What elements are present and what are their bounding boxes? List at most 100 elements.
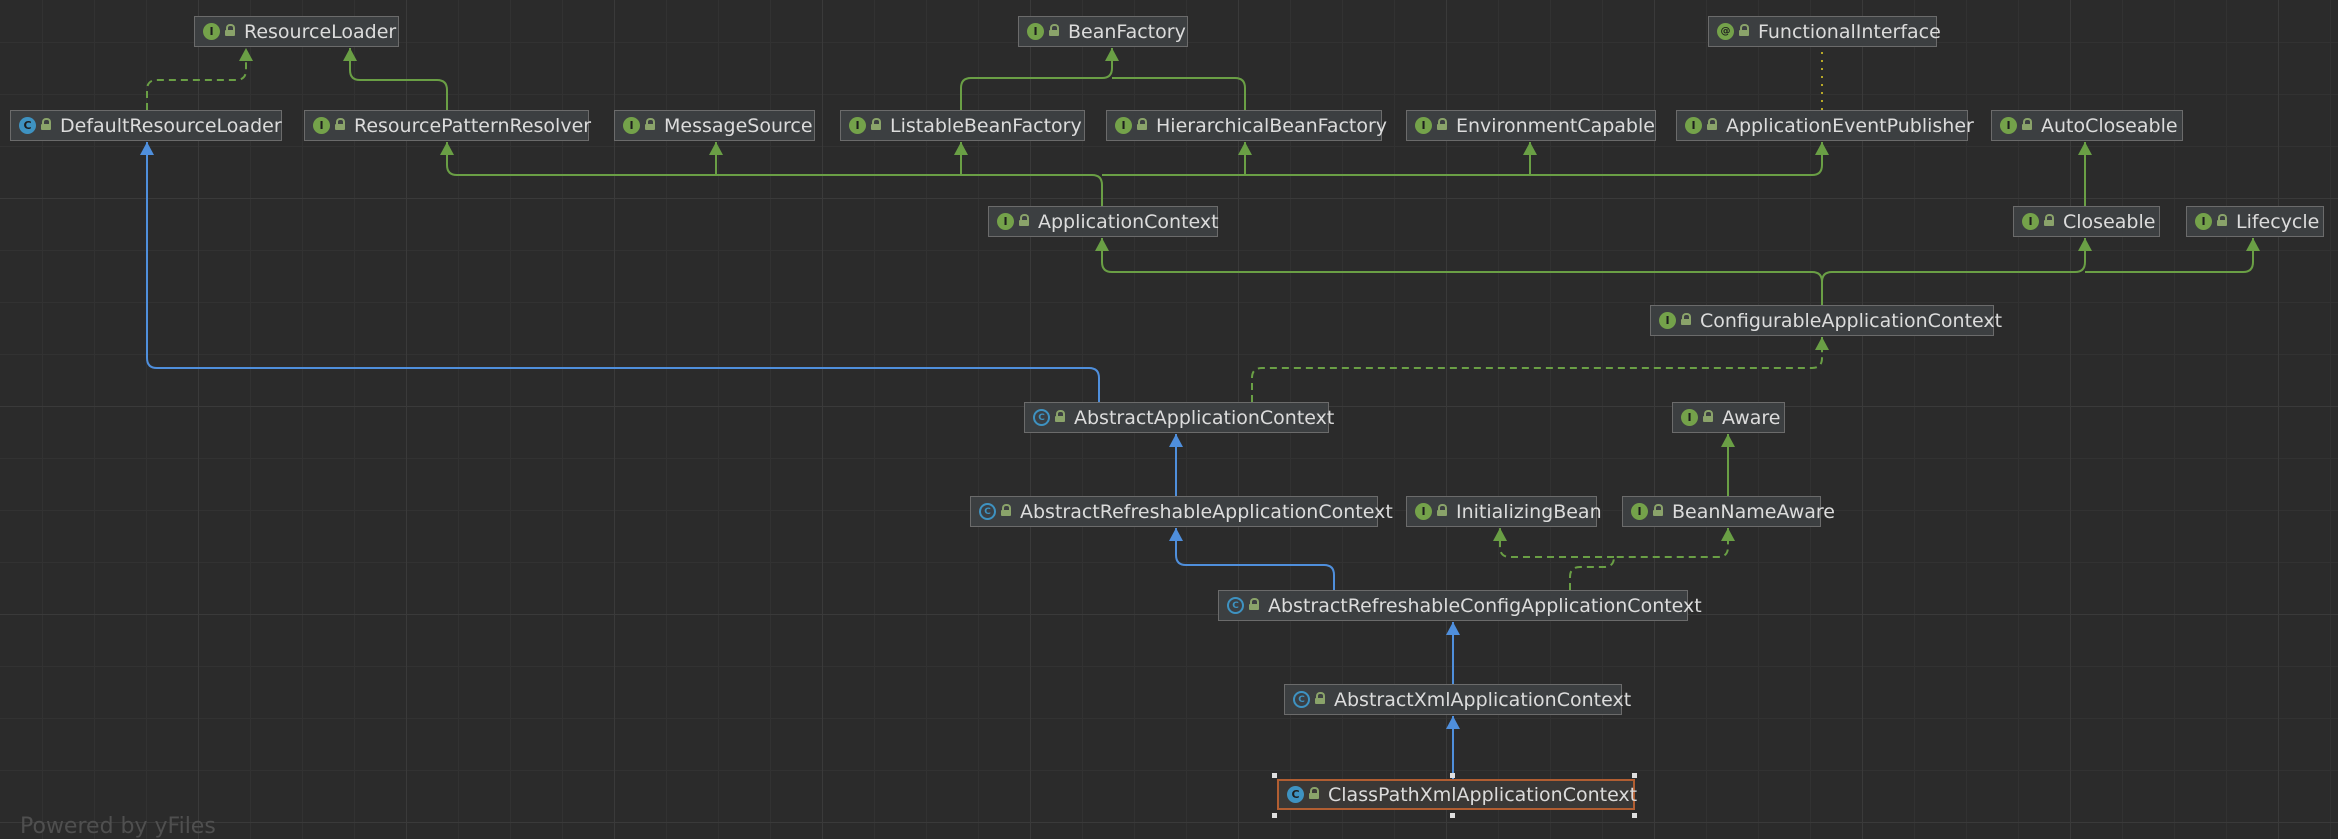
node-label: MessageSource bbox=[664, 114, 813, 137]
selection-handle[interactable] bbox=[1632, 773, 1637, 778]
public-lock-icon bbox=[645, 118, 655, 130]
node-label: AbstractRefreshableApplicationContext bbox=[1020, 500, 1393, 523]
node-resource-loader[interactable]: I ResourceLoader bbox=[194, 16, 399, 47]
node-class-path-xml-application-context[interactable]: C ClassPathXmlApplicationContext bbox=[1277, 779, 1638, 810]
node-label: BeanFactory bbox=[1068, 20, 1186, 43]
public-lock-icon bbox=[335, 118, 345, 130]
node-label: ClassPathXmlApplicationContext bbox=[1328, 783, 1638, 806]
node-bean-factory[interactable]: I BeanFactory bbox=[1018, 16, 1188, 47]
node-label: ConfigurableApplicationContext bbox=[1700, 309, 2003, 332]
arrowhead bbox=[1446, 716, 1460, 729]
public-lock-icon bbox=[1681, 313, 1691, 325]
node-resource-pattern-resolver[interactable]: I ResourcePatternResolver bbox=[304, 110, 592, 141]
selection-handle[interactable] bbox=[1632, 813, 1637, 818]
node-functional-interface[interactable]: @ FunctionalInterface bbox=[1708, 16, 1941, 47]
node-label: DefaultResourceLoader bbox=[60, 114, 282, 137]
node-abstract-refreshable-application-context[interactable]: C AbstractRefreshableApplicationContext bbox=[970, 496, 1393, 527]
arrowhead bbox=[1523, 142, 1537, 155]
arrowhead bbox=[1095, 238, 1109, 251]
node-lifecycle[interactable]: I Lifecycle bbox=[2186, 206, 2324, 237]
selection-handle[interactable] bbox=[1272, 773, 1277, 778]
node-label: HierarchicalBeanFactory bbox=[1156, 114, 1388, 137]
interface-icon: I bbox=[203, 23, 220, 40]
interface-icon: I bbox=[2022, 213, 2039, 230]
arrowhead bbox=[1169, 434, 1183, 447]
node-application-context[interactable]: I ApplicationContext bbox=[988, 206, 1219, 237]
arrowhead bbox=[1493, 528, 1507, 541]
watermark: Powered by yFiles bbox=[20, 814, 216, 839]
arrowhead bbox=[1446, 622, 1460, 635]
inheritance-edge bbox=[960, 48, 1113, 110]
node-label: Lifecycle bbox=[2236, 210, 2320, 233]
node-abstract-application-context[interactable]: C AbstractApplicationContext bbox=[1024, 402, 1334, 433]
node-listable-bean-factory[interactable]: I ListableBeanFactory bbox=[840, 110, 1085, 141]
interface-icon: I bbox=[1681, 409, 1698, 426]
interface-icon: I bbox=[2195, 213, 2212, 230]
node-label: AbstractRefreshableConfigApplicationCont… bbox=[1268, 594, 1702, 617]
interface-icon: I bbox=[1631, 503, 1648, 520]
node-application-event-publisher[interactable]: I ApplicationEventPublisher bbox=[1676, 110, 1974, 141]
arrowhead bbox=[1169, 528, 1183, 541]
public-lock-icon bbox=[1309, 787, 1319, 799]
arrowhead bbox=[1815, 337, 1829, 350]
inheritance-edge bbox=[1175, 528, 1335, 590]
public-lock-icon bbox=[41, 118, 51, 130]
node-message-source[interactable]: I MessageSource bbox=[614, 110, 815, 141]
annotation-icon: @ bbox=[1717, 23, 1734, 40]
arrowhead bbox=[140, 142, 154, 155]
inheritance-edge bbox=[446, 142, 1103, 206]
selection-handle[interactable] bbox=[1450, 773, 1455, 778]
public-lock-icon bbox=[2022, 118, 2032, 130]
node-auto-closeable[interactable]: I AutoCloseable bbox=[1991, 110, 2183, 141]
node-environment-capable[interactable]: I EnvironmentCapable bbox=[1406, 110, 1656, 141]
arrowhead bbox=[1721, 434, 1735, 447]
arrowhead bbox=[954, 142, 968, 155]
node-label: FunctionalInterface bbox=[1758, 20, 1941, 43]
node-default-resource-loader[interactable]: C DefaultResourceLoader bbox=[10, 110, 282, 141]
arrowhead bbox=[343, 48, 357, 61]
node-label: ResourcePatternResolver bbox=[354, 114, 592, 137]
inheritance-edge bbox=[349, 48, 448, 110]
public-lock-icon bbox=[1707, 118, 1717, 130]
arrowhead bbox=[1721, 528, 1735, 541]
public-lock-icon bbox=[1653, 504, 1663, 516]
interface-icon: I bbox=[1685, 117, 1702, 134]
public-lock-icon bbox=[225, 24, 235, 36]
node-abstract-xml-application-context[interactable]: C AbstractXmlApplicationContext bbox=[1284, 684, 1631, 715]
node-hierarchical-bean-factory[interactable]: I HierarchicalBeanFactory bbox=[1106, 110, 1387, 141]
public-lock-icon bbox=[1437, 118, 1447, 130]
arrowhead bbox=[2078, 142, 2092, 155]
node-label: ApplicationContext bbox=[1038, 210, 1219, 233]
public-lock-icon bbox=[1739, 24, 1749, 36]
node-closeable[interactable]: I Closeable bbox=[2013, 206, 2160, 237]
inheritance-edge bbox=[2085, 238, 2254, 273]
inheritance-edge bbox=[1251, 337, 1823, 402]
interface-icon: I bbox=[1115, 117, 1132, 134]
node-label: AbstractXmlApplicationContext bbox=[1334, 688, 1632, 711]
node-label: EnvironmentCapable bbox=[1456, 114, 1655, 137]
public-lock-icon bbox=[2044, 214, 2054, 226]
node-configurable-application-context[interactable]: I ConfigurableApplicationContext bbox=[1650, 305, 2002, 336]
arrowhead bbox=[709, 142, 723, 155]
arrowhead bbox=[440, 142, 454, 155]
node-aware[interactable]: I Aware bbox=[1672, 402, 1785, 433]
inheritance-edge bbox=[146, 48, 247, 110]
public-lock-icon bbox=[1137, 118, 1147, 130]
node-label: AutoCloseable bbox=[2041, 114, 2178, 137]
node-label: InitializingBean bbox=[1456, 500, 1602, 523]
selection-handle[interactable] bbox=[1272, 813, 1277, 818]
arrowhead bbox=[1238, 142, 1252, 155]
node-label: ListableBeanFactory bbox=[890, 114, 1082, 137]
interface-icon: I bbox=[623, 117, 640, 134]
inheritance-edge bbox=[1499, 528, 1614, 558]
node-initializing-bean[interactable]: I InitializingBean bbox=[1406, 496, 1602, 527]
arrowhead bbox=[2246, 238, 2260, 251]
selection-handle[interactable] bbox=[1450, 813, 1455, 818]
arrowhead bbox=[2078, 238, 2092, 251]
node-abstract-refreshable-config-application-context[interactable]: C AbstractRefreshableConfigApplicationCo… bbox=[1218, 590, 1702, 621]
node-label: Closeable bbox=[2063, 210, 2156, 233]
public-lock-icon bbox=[1315, 692, 1325, 704]
node-bean-name-aware[interactable]: I BeanNameAware bbox=[1622, 496, 1835, 527]
arrowhead bbox=[239, 48, 253, 61]
